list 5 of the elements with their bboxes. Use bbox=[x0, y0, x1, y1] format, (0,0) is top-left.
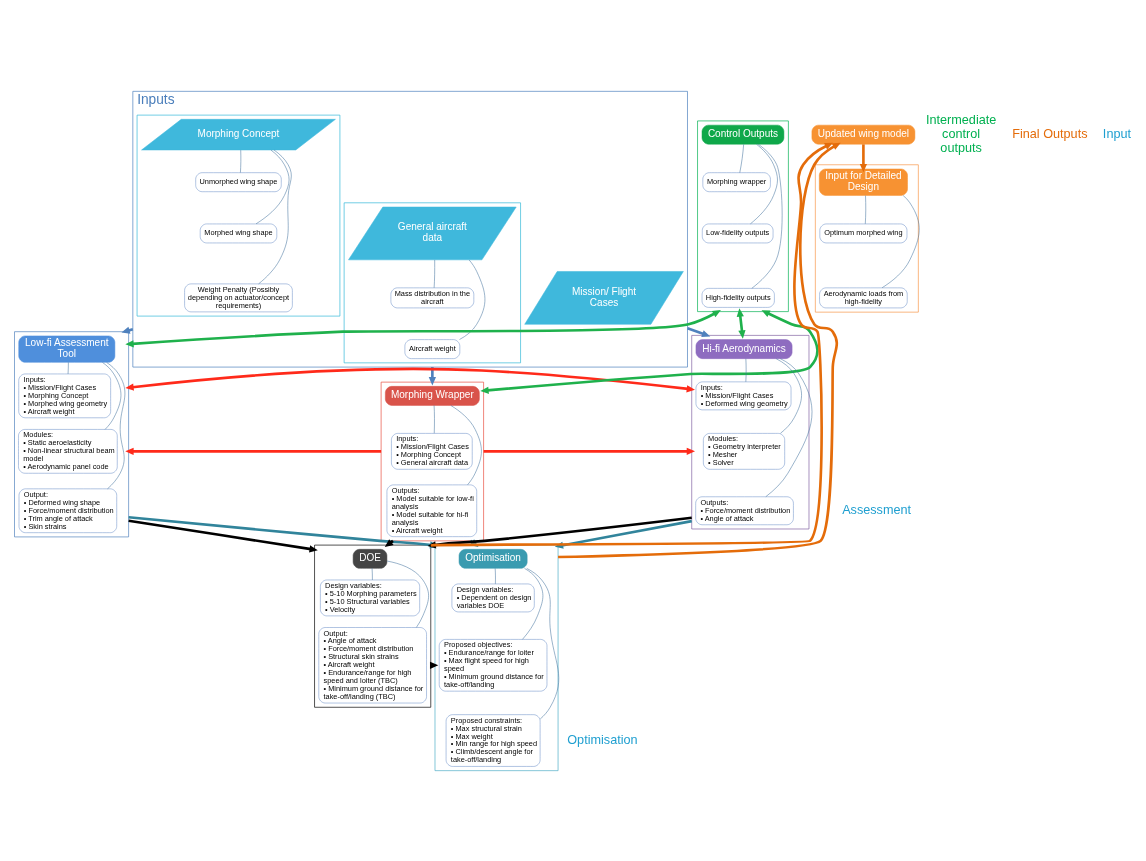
label: Intermediate control outputs bbox=[925, 112, 997, 155]
label: Input bbox=[1102, 126, 1132, 141]
label: Final Outputs bbox=[1012, 126, 1088, 141]
label: Optimisation bbox=[567, 732, 638, 747]
label: Assessment bbox=[842, 502, 912, 517]
